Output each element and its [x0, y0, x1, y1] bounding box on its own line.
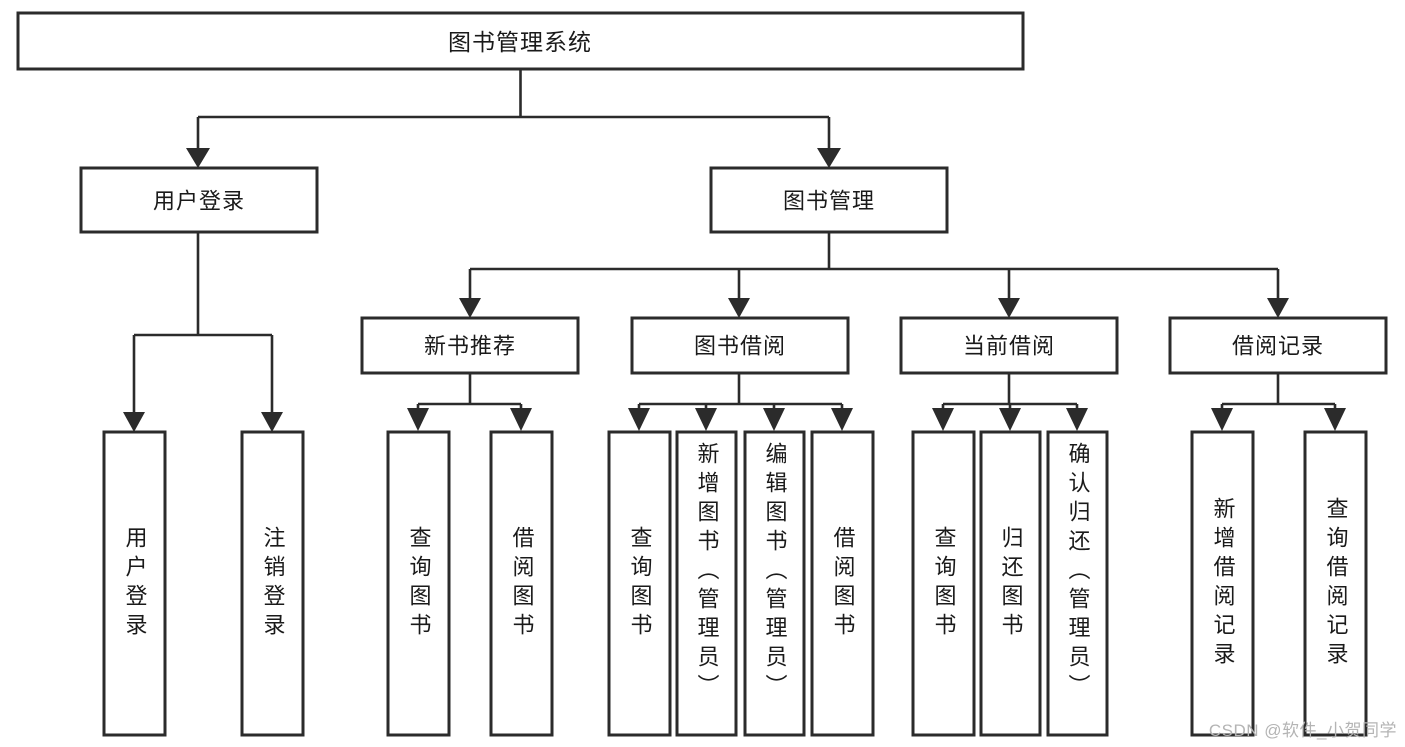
node-box-leaf-query-book-3[interactable]: [911, 430, 976, 737]
arrow-currentborrow-to-leaf2: [999, 408, 1021, 431]
arrow-bookborrow-to-leaf1: [628, 408, 650, 431]
node-box-leaf-add-record[interactable]: [1190, 430, 1255, 737]
node-box-book-manage[interactable]: [709, 166, 949, 234]
node-box-current-borrow[interactable]: [899, 316, 1119, 375]
node-box-leaf-query-book-1[interactable]: [386, 430, 451, 737]
node-box-leaf-edit-book[interactable]: [743, 430, 806, 737]
arrow-bookmanage-to-borrowrecord: [1267, 298, 1289, 318]
node-box-borrow-record[interactable]: [1168, 316, 1388, 375]
edge-group-root: [186, 69, 841, 168]
node-label-user-login: 用户登录: [153, 189, 245, 214]
edge-group-user-login: [123, 232, 283, 432]
node-box-new-book-rec[interactable]: [360, 316, 580, 375]
node-box-leaf-confirm-return[interactable]: [1046, 430, 1109, 737]
arrow-userlogin-to-leaf1: [123, 412, 145, 432]
arrow-bookborrow-to-leaf2: [695, 408, 717, 431]
node-box-root[interactable]: [16, 11, 1025, 71]
arrow-currentborrow-to-leaf1: [932, 408, 954, 431]
arrow-bookmanage-to-bookborrow: [728, 298, 750, 318]
arrow-newbook-to-leaf2: [510, 408, 532, 431]
node-box-leaf-borrow-book-2[interactable]: [810, 430, 875, 737]
edge-group-borrow-record: [1211, 373, 1346, 431]
node-box-leaf-logout[interactable]: [240, 430, 305, 737]
node-label-book-manage: 图书管理: [783, 189, 875, 214]
node-label-current-borrow: 当前借阅: [963, 334, 1055, 359]
node-box-leaf-borrow-book-1[interactable]: [489, 430, 554, 737]
arrow-root-to-user-login: [186, 148, 210, 168]
arrow-userlogin-to-leaf2: [261, 412, 283, 432]
node-box-leaf-user-login[interactable]: [102, 430, 167, 737]
edge-group-book-manage: [459, 232, 1289, 318]
arrow-newbook-to-leaf1: [407, 408, 429, 431]
arrow-borrowrecord-to-leaf2: [1324, 408, 1346, 431]
arrow-bookborrow-to-leaf3: [763, 408, 785, 431]
node-box-leaf-return-book[interactable]: [979, 430, 1042, 737]
node-label-book-borrow: 图书借阅: [694, 334, 786, 359]
edge-group-current-borrow: [932, 373, 1088, 431]
node-box-leaf-query-book-2[interactable]: [607, 430, 672, 737]
arrow-currentborrow-to-leaf3: [1066, 408, 1088, 431]
node-label-new-book-rec: 新书推荐: [424, 334, 516, 359]
watermark-text: CSDN @软件_小贺同学: [1208, 721, 1397, 740]
node-label-root: 图书管理系统: [448, 29, 592, 55]
edge-group-new-book-rec: [407, 373, 532, 431]
edge-group-book-borrow: [628, 373, 853, 431]
node-box-leaf-query-record[interactable]: [1303, 430, 1368, 737]
node-box-leaf-add-book[interactable]: [675, 430, 738, 737]
node-label-borrow-record: 借阅记录: [1232, 334, 1324, 359]
node-box-book-borrow[interactable]: [630, 316, 850, 375]
arrow-bookmanage-to-currentborrow: [998, 298, 1020, 318]
arrow-root-to-book-manage: [817, 148, 841, 168]
arrow-bookborrow-to-leaf4: [831, 408, 853, 431]
node-box-user-login[interactable]: [79, 166, 319, 234]
arrow-borrowrecord-to-leaf1: [1211, 408, 1233, 431]
arrow-bookmanage-to-newbook: [459, 298, 481, 318]
